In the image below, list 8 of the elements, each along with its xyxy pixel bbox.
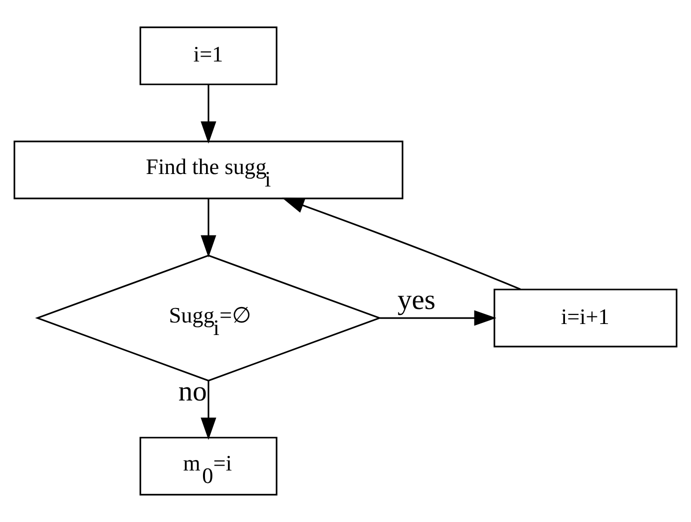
edge-label: yes — [397, 285, 436, 316]
arrow — [380, 310, 496, 326]
node-box: i=1 — [140, 26, 278, 86]
node-box: i=i+1 — [494, 288, 678, 348]
arrow — [282, 198, 521, 290]
arrow — [200, 84, 216, 144]
arrow — [200, 380, 216, 440]
arrow — [200, 198, 216, 258]
